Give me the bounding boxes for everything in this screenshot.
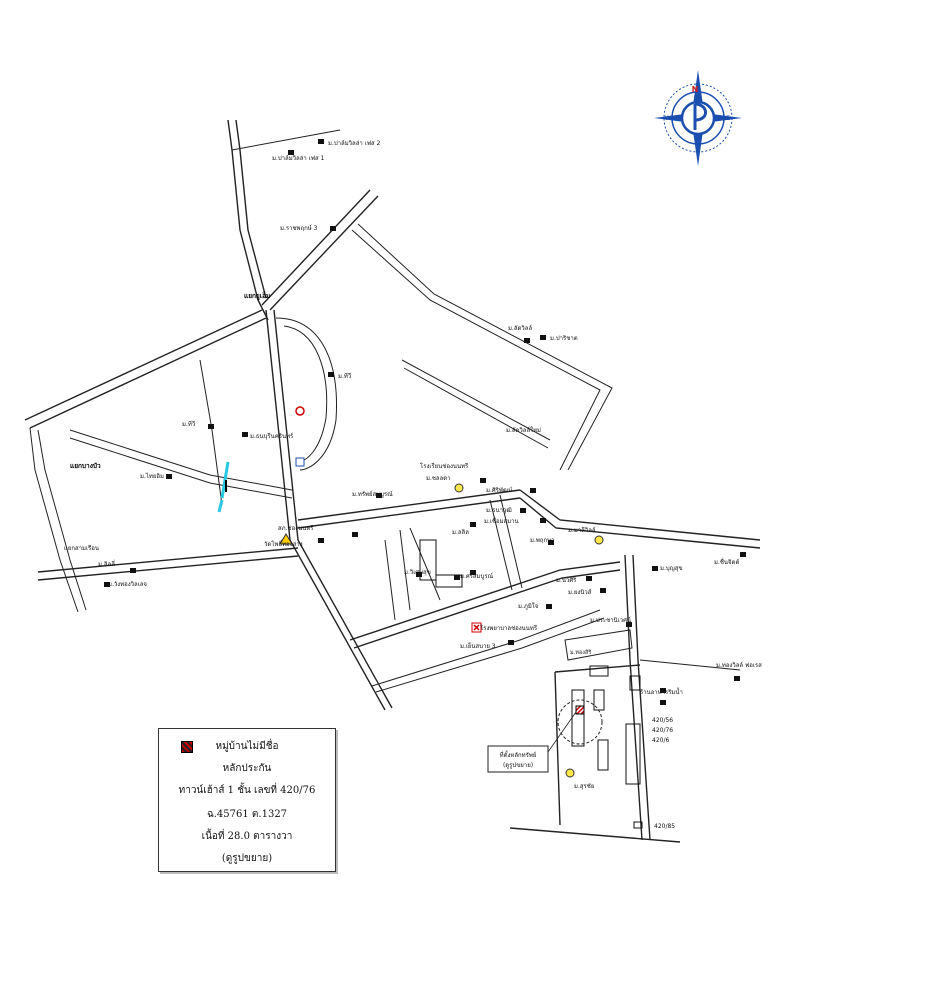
label-police: สภ.ช่องนนทรี: [278, 524, 314, 532]
temple-icon: [279, 533, 293, 545]
label-num-1: 420/56: [652, 717, 673, 724]
poi-red-circle: [295, 406, 305, 416]
label-village-12: ม.ทรัพย์สมบูรณ์: [352, 490, 393, 498]
label-junction-3: แยกสามเรือน: [64, 544, 99, 552]
label-num-3: 420/6: [652, 737, 669, 744]
legend-line-5: เนื้อที่ 28.0 ตารางวา: [201, 831, 293, 842]
location-callout-line-1: ที่ตั้งหลักทรัพย์: [500, 749, 537, 759]
label-village-19: ม.เย็นสบาย 3: [460, 641, 496, 650]
location-callout-line-2: (ดูรูปขยาย): [503, 762, 533, 769]
label-village-24: ม.ประชานิเวศน์: [590, 616, 631, 624]
label-village-17: ม.วิเศษสุข: [404, 569, 431, 576]
label-village-9: ม.ไทยอิม: [140, 472, 164, 480]
label-village-5: ม.ปาริชาต: [550, 335, 578, 342]
compass-rose: N S W E: [654, 70, 742, 166]
label-village-28: ม.วังทองวิลเลจ: [108, 581, 147, 588]
poi-marker-2: [594, 535, 604, 545]
zoom-circle: [557, 699, 603, 745]
house-markers: [104, 139, 746, 829]
label-village-18: ม.เชื่อมสมาน: [484, 517, 519, 525]
label-temple: วัดโพธิ์ทองล่าง: [264, 539, 303, 548]
label-village-15: ม.พฤกษา: [530, 537, 554, 544]
label-school: โรงเรียนช่องนนทรี: [420, 462, 469, 470]
legend-line-2: หลักประกัน: [222, 763, 272, 774]
label-village-7: ม.ทีวี: [338, 372, 351, 380]
label-village-26: ม.ชื่นจิตต์: [714, 558, 739, 566]
label-village-22: ม.นวศิริ: [556, 577, 577, 584]
label-village-4: ม.ลัดวิลล์: [508, 324, 532, 332]
label-village-3: ม.ราชพฤกษ์ 3: [280, 224, 318, 232]
label-village-1: ม.ปาล์มวิลล่า เฟส 2: [328, 139, 381, 147]
label-junction-2: แยกบางบัว: [70, 462, 101, 470]
label-num-2: 420/76: [652, 727, 673, 734]
label-village-10: ม.ชลลดา: [426, 475, 451, 482]
legend-title: หมู่บ้านไม่มีชื่อ: [215, 741, 279, 752]
label-village-20: ม.ศรีสมบูรณ์: [460, 572, 494, 580]
legend-line-3: ทาวน์เฮ้าส์ 1 ชั้น เลขที่ 420/76: [178, 785, 316, 796]
compass-west-label: W: [665, 115, 671, 122]
label-num-4: 420/85: [654, 823, 675, 830]
label-village-21: ม.ภูมิใจ: [518, 602, 538, 610]
label-junction-1: แยกยูเอ็ม: [244, 291, 270, 301]
road-network: [24, 119, 761, 843]
label-hospital: โรงพยาบาลช่องนนทรี: [480, 624, 538, 632]
legend-line-6: (ดูรูปขยาย): [221, 853, 273, 864]
label-village-25: ม.บุญสุข: [660, 565, 683, 572]
label-village-14: ม.ลลิล: [452, 529, 469, 536]
legend-line-4: ฉ.45761 ต.1327: [206, 809, 288, 820]
legend-hatch-swatch: [181, 741, 193, 753]
poi-markers: [217, 406, 604, 778]
location-callout-box: [487, 745, 549, 773]
label-village-16: ม.มาลีวิลล์: [568, 526, 596, 534]
compass-east-label: E: [726, 115, 730, 122]
compass-south-label: S: [696, 147, 700, 154]
legend-box: หมู่บ้านไม่มีชื่อ หลักประกัน ทาวน์เฮ้าส์…: [158, 728, 336, 872]
compass-north-label: N: [692, 85, 699, 94]
collateral-location-marker: [575, 705, 585, 715]
label-village-8: ม.ธนบุรีนครินทร์: [250, 432, 294, 440]
label-village-35: ม.สุรชัย: [574, 783, 594, 790]
label-village-11: ม.ศิริพัฒน์: [486, 486, 512, 494]
label-village-30: ม.ทองสิริ: [570, 649, 591, 656]
label-village-2: ม.ปาล์มวิลล่า เฟส 1: [272, 154, 325, 162]
label-village-13: ม.ธนาวุฒิ: [486, 507, 512, 514]
poi-marker-3: [565, 768, 575, 778]
label-village-7b: ม.ทีวี: [182, 420, 195, 428]
label-village-27: ม.ลิลลี่: [98, 560, 115, 568]
label-village-23: ม.ยงนิวส์: [568, 588, 592, 596]
poi-school-marker: [454, 483, 464, 493]
map-labels: ม.ปาล์มวิลล่า เฟส 2 ม.ปาล์มวิลล่า เฟส 1 …: [64, 139, 762, 830]
label-village-6: ม.ลัดวิลล์ใหม่: [506, 426, 541, 434]
label-village-29: ม.ทองวิลล์ ฟอเรส: [716, 661, 762, 669]
poi-blue-square: [295, 457, 305, 467]
label-shop: ร้านอาหารริมน้ำ: [640, 686, 683, 696]
